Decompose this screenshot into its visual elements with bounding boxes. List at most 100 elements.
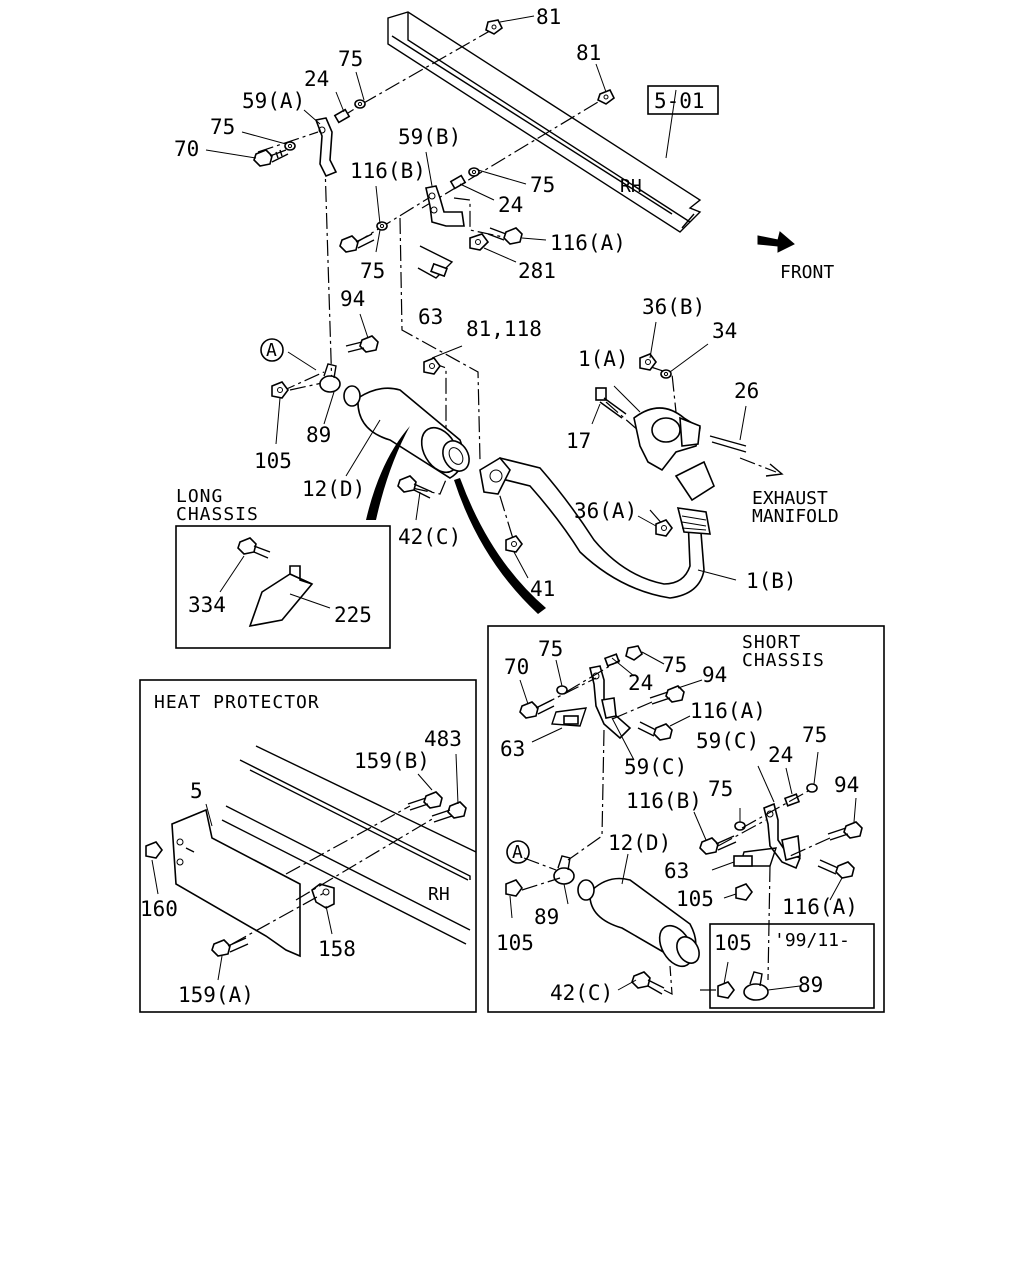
callout-89: 89: [306, 423, 331, 447]
sc-label-99-11: '99/11-: [774, 930, 850, 951]
nut-81-118: [423, 357, 441, 375]
callout-81-118: 81,118: [466, 317, 542, 341]
label-manifold: MANIFOLD: [752, 506, 839, 527]
callout-116a: 116(A): [550, 231, 626, 255]
sc-callout-94-b: 94: [834, 773, 859, 797]
spacer-24a: [333, 108, 351, 124]
nut-160: [145, 841, 163, 859]
callout-75-b: 75: [210, 115, 235, 139]
main-callout-labels: 81 81 5-01 75 24 59(A) 75 70 59(B) 116(B…: [174, 5, 839, 601]
bolt-17: [595, 387, 627, 419]
bolt-116a: [487, 227, 523, 245]
callout-63: 63: [418, 305, 443, 329]
callout-a: A: [266, 340, 277, 361]
nut-105: [271, 381, 289, 399]
washer-75c: [468, 167, 480, 177]
bolt-42c: [397, 475, 433, 499]
bracket-158: [311, 883, 335, 909]
callout-24-a: 24: [304, 67, 329, 91]
callout-59a: 59(A): [242, 89, 305, 113]
callout-281: 281: [518, 259, 556, 283]
heat-protector-225: [248, 565, 314, 628]
sc-callout-75-d: 75: [708, 777, 733, 801]
bolt-116a-sc-a: [637, 721, 673, 741]
callout-116b: 116(B): [350, 159, 426, 183]
sc-callout-42c: 42(C): [550, 981, 613, 1005]
gasket-34: [660, 369, 672, 379]
callout-41: 41: [530, 577, 555, 601]
callout-26: 26: [734, 379, 759, 403]
nut-75-sc-b: [625, 645, 644, 661]
muffler-12d-sc: [577, 877, 700, 968]
heat-protector-inset: HEAT PROTECTOR: [139, 679, 477, 1013]
nut-105-sc-b: [735, 883, 753, 901]
washer-75b: [284, 141, 296, 151]
bolt-94-sc-a: [649, 685, 685, 705]
insulator-63-upper: [551, 707, 588, 727]
hanger-bracket-59c-upper: [589, 665, 632, 740]
callout-225: 225: [334, 603, 372, 627]
callout-81-right: 81: [576, 41, 601, 65]
short-chassis-title-2: CHASSIS: [742, 650, 825, 671]
bolt-42c-sc: [631, 971, 665, 995]
sc-callout-24-b: 24: [768, 743, 793, 767]
sc-callout-89-b: 89: [798, 973, 823, 997]
sc-callout-24-a: 24: [628, 671, 653, 695]
bolt-94-sc-b: [827, 821, 863, 841]
sc-callout-89-a: 89: [534, 905, 559, 929]
washer-75-sc-d: [734, 821, 746, 831]
callout-1b: 1(B): [746, 569, 797, 593]
callout-159a: 159(A): [178, 983, 254, 1007]
short-chassis-inset: SHORT CHASSIS: [487, 625, 885, 1013]
bolt-116b: [339, 233, 375, 253]
callout-160: 160: [140, 897, 178, 921]
callout-12d: 12(D): [302, 477, 365, 501]
bolt-159a: [211, 937, 249, 957]
sc-callout-105-a: 105: [496, 931, 534, 955]
callout-483: 483: [424, 727, 462, 751]
sc-callout-12d: 12(D): [608, 831, 671, 855]
sc-callout-94-a: 94: [702, 663, 727, 687]
bolt-70: [253, 149, 289, 167]
muffler-12d: [343, 385, 470, 479]
callout-36b: 36(B): [642, 295, 705, 319]
short-chassis-box: [487, 625, 885, 1013]
sc-callout-59c-upper-label: 59(C): [624, 755, 687, 779]
callout-1a: 1(A): [578, 347, 629, 371]
sc-callout-116a-lower: 116(A): [782, 895, 858, 919]
callout-334: 334: [188, 593, 226, 617]
hanger-bracket-59b: [425, 185, 465, 227]
callout-5: 5: [190, 779, 203, 803]
front-direction-arrow: [757, 231, 795, 253]
heat-protector-box: [139, 679, 477, 1013]
nut-36a: [655, 519, 673, 537]
sc-callout-116b: 116(B): [626, 789, 702, 813]
sc-callout-75-c: 75: [802, 723, 827, 747]
callout-17: 17: [566, 429, 591, 453]
bolt-159b: [407, 791, 443, 811]
callout-arrows: [366, 426, 546, 614]
insulator-63: [417, 245, 454, 279]
callout-70: 70: [174, 137, 199, 161]
washer-75a: [354, 99, 366, 109]
sc-callout-105-b: 105: [676, 887, 714, 911]
nut-81b: [597, 88, 616, 105]
clamp-89: [319, 363, 341, 393]
insulator-63-lower: [733, 847, 778, 867]
bolt-94: [345, 335, 379, 353]
clamp-89-sc: [553, 855, 575, 885]
exhaust-pipe-1a: [633, 407, 701, 472]
short-chassis-title-1: SHORT: [742, 632, 801, 653]
washer-75d: [376, 221, 388, 231]
callout-75-c: 75: [530, 173, 555, 197]
label-rh-inset: RH: [428, 884, 450, 905]
callout-75-d: 75: [360, 259, 385, 283]
reference-box-5-01: [647, 85, 719, 115]
callout-59b: 59(B): [398, 125, 461, 149]
spacer-24-sc-a: [603, 653, 621, 667]
callout-24-b: 24: [498, 193, 523, 217]
hanger-bracket-59a: [314, 117, 338, 178]
long-chassis-title-2: CHASSIS: [176, 504, 259, 525]
sc-callout-116a-upper: 116(A): [690, 699, 766, 723]
